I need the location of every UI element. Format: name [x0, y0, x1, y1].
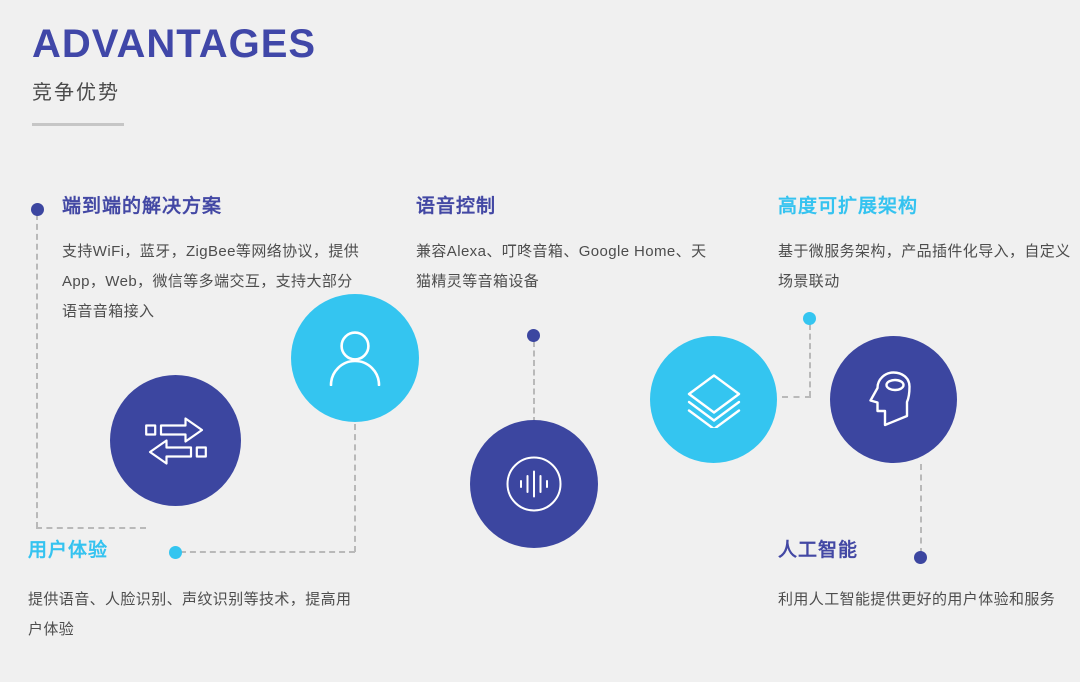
icon-circle-layers-stack[interactable]: [650, 336, 777, 463]
layers-stack-icon: [686, 372, 742, 428]
bullet-dot-scalable-architecture: [803, 312, 816, 325]
icon-circle-ai-head[interactable]: [830, 336, 957, 463]
bullet-dot-voice-control: [527, 329, 540, 342]
advantage-block-voice-control: 语音控制 兼容Alexa、叮咚音箱、Google Home、天猫精灵等音箱设备: [416, 196, 716, 297]
connector-user-experience-vertical: [354, 424, 356, 552]
ai-head-brain-icon: [868, 370, 920, 429]
advantage-body-end-to-end: 支持WiFi，蓝牙，ZigBee等网络协议，提供App，Web，微信等多端交互，…: [62, 242, 360, 320]
title-divider: [32, 123, 124, 126]
advantage-block-user-experience: 用户体验 提供语音、人脸识别、声纹识别等技术，提高用户体验: [28, 540, 358, 645]
bullet-dot-user-experience: [169, 546, 182, 559]
advantage-heading-user-experience: 用户体验: [28, 540, 109, 561]
advantage-body-user-experience: 提供语音、人脸识别、声纹识别等技术，提高用户体验: [28, 590, 352, 638]
icon-circle-transfer-arrows[interactable]: [110, 375, 241, 506]
connector-user-experience-horizontal: [180, 551, 355, 553]
transfer-arrows-icon: [144, 415, 207, 467]
advantage-heading-artificial-intelligence: 人工智能: [778, 540, 859, 561]
user-person-icon: [328, 330, 382, 386]
icon-circle-user-person[interactable]: [291, 294, 419, 422]
advantage-body-scalable-architecture: 基于微服务架构，产品插件化导入，自定义场景联动: [778, 242, 1071, 290]
advantage-body-artificial-intelligence: 利用人工智能提供更好的用户体验和服务: [778, 590, 1056, 608]
advantage-block-artificial-intelligence: 人工智能 利用人工智能提供更好的用户体验和服务: [778, 540, 1078, 615]
page-title: ADVANTAGES: [32, 22, 317, 66]
page-header: ADVANTAGES 竞争优势: [32, 22, 532, 126]
page-subtitle: 竞争优势: [32, 82, 120, 104]
advantage-block-scalable-architecture: 高度可扩展架构 基于微服务架构，产品插件化导入，自定义场景联动: [778, 196, 1078, 297]
advantage-body-voice-control: 兼容Alexa、叮咚音箱、Google Home、天猫精灵等音箱设备: [416, 242, 707, 290]
advantage-block-end-to-end: 端到端的解决方案 支持WiFi，蓝牙，ZigBee等网络协议，提供App，Web…: [62, 196, 362, 327]
voice-waveform-icon: [504, 454, 564, 514]
advantage-heading-voice-control: 语音控制: [416, 196, 497, 217]
connector-end-to-end-vertical: [36, 214, 38, 528]
connector-scalable-vertical: [809, 324, 811, 397]
connector-ai-vertical: [920, 464, 922, 554]
connector-end-to-end-horizontal: [36, 527, 146, 529]
icon-circle-voice-waveform[interactable]: [470, 420, 598, 548]
advantage-heading-end-to-end: 端到端的解决方案: [62, 196, 223, 217]
advantage-heading-scalable-architecture: 高度可扩展架构: [778, 196, 919, 217]
bullet-dot-artificial-intelligence: [914, 551, 927, 564]
connector-voice-control-vertical: [533, 341, 535, 423]
connector-scalable-horizontal: [782, 396, 811, 398]
bullet-dot-end-to-end: [31, 203, 44, 216]
